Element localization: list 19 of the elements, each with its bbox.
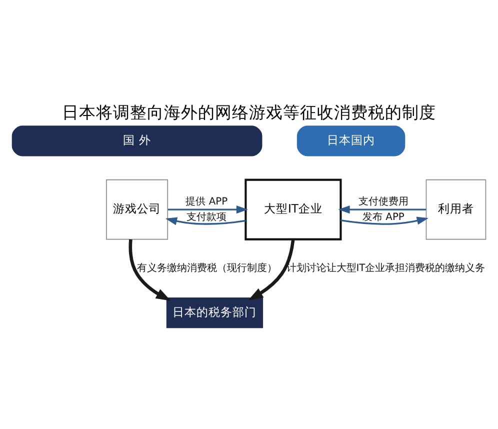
edge-label: 发布 APP [362,212,404,223]
arrow [338,205,426,214]
edge-label: 提供 APP [186,196,228,208]
arrow [340,216,428,225]
edge-label: 支付款项 [186,212,227,223]
edge-label: 计划讨论让大型IT企业承担消费税的缴纳义务 [286,263,486,274]
edge-label: 支付使费用 [358,196,408,208]
arrow [165,217,246,226]
node-box: 日本的税务部门 [166,298,264,328]
node-box: 利用者 [426,179,486,240]
node-box: 日本国内 [296,126,406,156]
arrow [168,205,248,214]
diagram-title: 日本将调整向海外的网络游戏等征收消费税的制度 [62,102,436,122]
edge-label: 有义务缴纳消费税（现行制度） [136,263,277,274]
arrow [128,239,171,301]
arrow [248,239,295,300]
node-box: 游戏公司 [106,179,168,240]
node-box: 大型IT企业 [244,178,342,240]
node-box: 国 外 [12,126,262,156]
